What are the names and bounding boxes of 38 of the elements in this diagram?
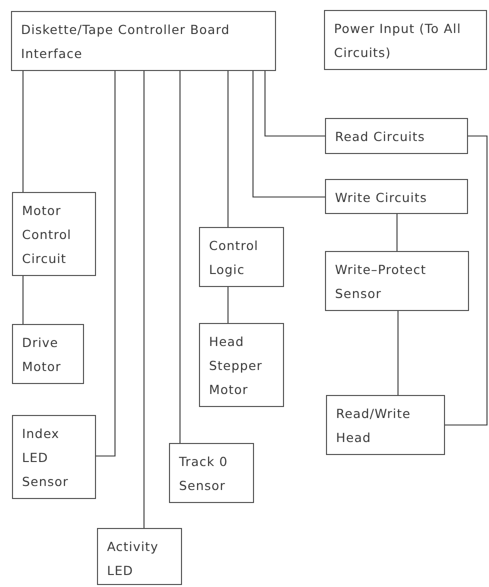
block-label: Diskette/Tape Controller Board Interface [21, 21, 231, 63]
connector-line [264, 71, 325, 137]
block-box [199, 323, 284, 407]
block-label: Drive Motor [22, 334, 62, 376]
block-box [12, 192, 96, 276]
block-box [325, 118, 468, 154]
block-label: Activity LED [107, 538, 160, 580]
block-box [325, 251, 469, 311]
block-label: Head Stepper Motor [209, 333, 264, 399]
connector-line [252, 71, 325, 198]
connector-line [22, 71, 24, 192]
connector-line [143, 71, 145, 528]
block-box [324, 10, 487, 70]
block-box [11, 11, 276, 71]
block-label: Read Circuits [335, 128, 426, 146]
connector-line [396, 214, 398, 251]
connector-line [22, 276, 24, 324]
block-box [97, 528, 182, 585]
block-label: Read/Write Head [336, 405, 412, 447]
connector-line [227, 71, 229, 227]
block-box [325, 179, 468, 214]
block-label: Power Input (To All Circuits) [334, 20, 462, 62]
block-label: Write–Protect Sensor [335, 261, 428, 303]
block-label: Control Logic [209, 237, 260, 279]
block-label: Motor Control Circuit [22, 202, 72, 268]
block-box [169, 443, 254, 503]
block-box [199, 227, 284, 287]
block-label: Track 0 Sensor [179, 453, 229, 495]
connector-line [227, 287, 229, 323]
block-box [12, 415, 96, 499]
connector-line [179, 71, 181, 443]
block-label: Write Circuits [335, 189, 428, 207]
block-label: Index LED Sensor [22, 425, 70, 491]
block-box [12, 324, 84, 384]
connector-line [397, 311, 399, 395]
block-box [326, 395, 445, 455]
connector-line [445, 135, 488, 426]
connector-line [96, 71, 116, 457]
